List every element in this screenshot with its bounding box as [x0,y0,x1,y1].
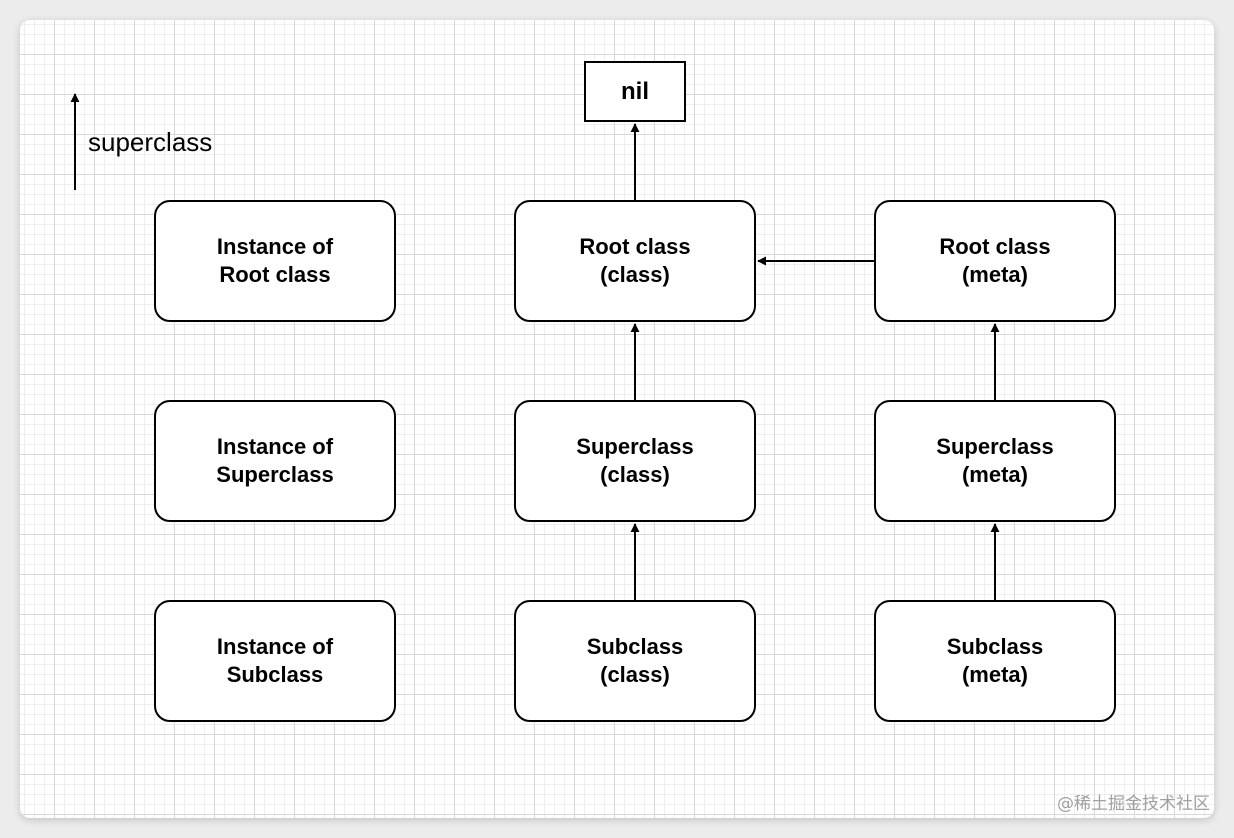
watermark: @稀土掘金技术社区 [1057,794,1210,814]
superclass-meta-label: Superclass (meta) [936,434,1054,487]
subclass-class-label: Subclass (class) [586,634,684,687]
subclass-meta-label: Subclass (meta) [946,634,1044,687]
instance-superclass-label: Instance of Superclass [216,434,334,487]
root-class-meta-label: Root class (meta) [939,234,1051,287]
superclass-class-label: Superclass (class) [576,434,694,487]
root-class-class-node[interactable]: Root class (class) [514,200,756,322]
subclass-meta-node[interactable]: Subclass (meta) [874,600,1116,722]
instance-subclass-node[interactable]: Instance of Subclass [154,600,396,722]
nil-node[interactable]: nil [584,61,686,122]
root-class-meta-node[interactable]: Root class (meta) [874,200,1116,322]
legend-label: superclass [88,127,213,157]
nil-label: nil [621,77,649,105]
subclass-class-node[interactable]: Subclass (class) [514,600,756,722]
root-class-class-label: Root class (class) [579,234,691,287]
instance-root-class-node[interactable]: Instance of Root class [154,200,396,322]
superclass-meta-node[interactable]: Superclass (meta) [874,400,1116,522]
instance-subclass-label: Instance of Subclass [216,634,334,687]
instance-root-class-label: Instance of Root class [216,234,334,287]
superclass-class-node[interactable]: Superclass (class) [514,400,756,522]
instance-superclass-node[interactable]: Instance of Superclass [154,400,396,522]
